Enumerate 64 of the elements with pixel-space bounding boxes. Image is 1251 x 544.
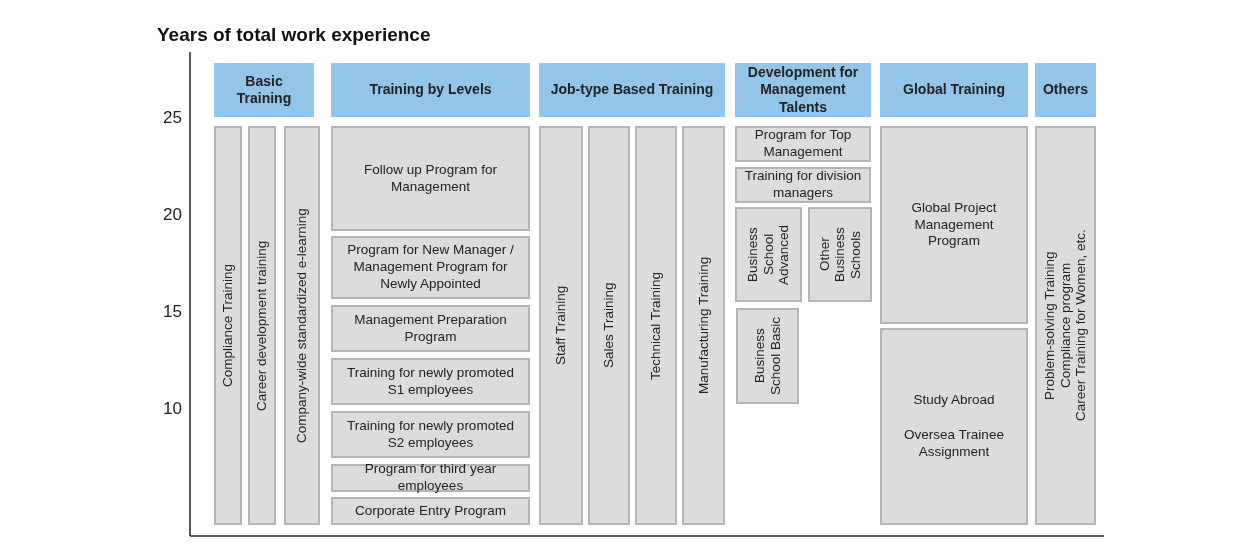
program-text: Study Abroad: [913, 392, 995, 410]
program-text: Training for newly promoted S2 employees: [346, 417, 515, 452]
program-text: Program for New Manager / Management Program for Newly Appointed: [346, 242, 515, 293]
chart-title: Years of total work experience: [157, 24, 431, 46]
program-text: Training for division managers: [743, 168, 863, 202]
program-text: Business School Advanced: [745, 223, 792, 287]
axis-tick-label: 15: [163, 302, 182, 322]
header-text: Global Training: [903, 81, 1005, 99]
program-column: [736, 308, 799, 404]
program-box: [331, 126, 530, 231]
program-column: [682, 126, 725, 525]
program-box: [735, 167, 871, 203]
program-text: Other Business Schools: [816, 226, 864, 284]
program-box: [331, 497, 530, 525]
axis-tick-label: 20: [163, 205, 182, 225]
program-box: [331, 305, 530, 352]
program-text: Training for newly promoted S1 employees: [346, 364, 515, 399]
program-text: Corporate Entry Program: [355, 502, 506, 520]
program-box: [880, 328, 1028, 525]
program-column: [808, 207, 872, 302]
program-column: [248, 126, 276, 525]
header-text: Training by Levels: [369, 81, 492, 99]
program-text: Manufacturing Training: [695, 256, 712, 395]
program-text: Sales Training: [601, 282, 617, 369]
program-box: [331, 411, 530, 458]
axis-tick-label: 25: [163, 108, 182, 128]
program-text: Technical Training: [648, 271, 664, 380]
program-column: [1035, 126, 1096, 525]
program-text: Global Project Management Program: [910, 199, 998, 251]
program-box: [331, 236, 530, 299]
category-header: [735, 63, 871, 117]
program-box: [735, 126, 871, 162]
program-text: Follow up Program for Management: [363, 161, 498, 196]
program-box: [331, 464, 530, 492]
axis-tick-label: 10: [163, 399, 182, 419]
category-header: [214, 63, 314, 117]
program-text: Compliance Training: [220, 263, 236, 388]
program-text: Oversea Trainee Assignment: [903, 427, 1005, 461]
header-text: Basic Training: [235, 72, 293, 108]
program-text: Compliance program: [1057, 262, 1073, 389]
program-text: Company-wide standardized e-learning: [294, 208, 310, 443]
program-text: Business School Basic: [752, 316, 783, 396]
program-column: [284, 126, 320, 525]
program-column: [214, 126, 242, 525]
program-text: Career development training: [254, 240, 270, 411]
category-header: [880, 63, 1028, 117]
category-header: [331, 63, 530, 117]
header-text: Development for Management Talents: [746, 63, 860, 117]
program-text: Problem-solving Training: [1042, 251, 1058, 400]
header-text: Others: [1042, 81, 1089, 99]
program-box: [880, 126, 1028, 324]
program-column: [539, 126, 583, 525]
category-header: [539, 63, 725, 117]
program-column: [735, 207, 802, 302]
program-text: Management Preparation Program: [353, 311, 508, 346]
program-column: [588, 126, 630, 525]
category-header: [1035, 63, 1096, 117]
program-column: [635, 126, 677, 525]
program-text: Program for Top Management: [753, 127, 853, 161]
header-text: Job-type Based Training: [550, 81, 714, 99]
program-text: Program for third year employees: [363, 461, 498, 495]
program-text: Staff Training: [553, 285, 569, 366]
program-text: Career Training for Women, etc.: [1073, 229, 1089, 422]
program-box: [331, 358, 530, 405]
